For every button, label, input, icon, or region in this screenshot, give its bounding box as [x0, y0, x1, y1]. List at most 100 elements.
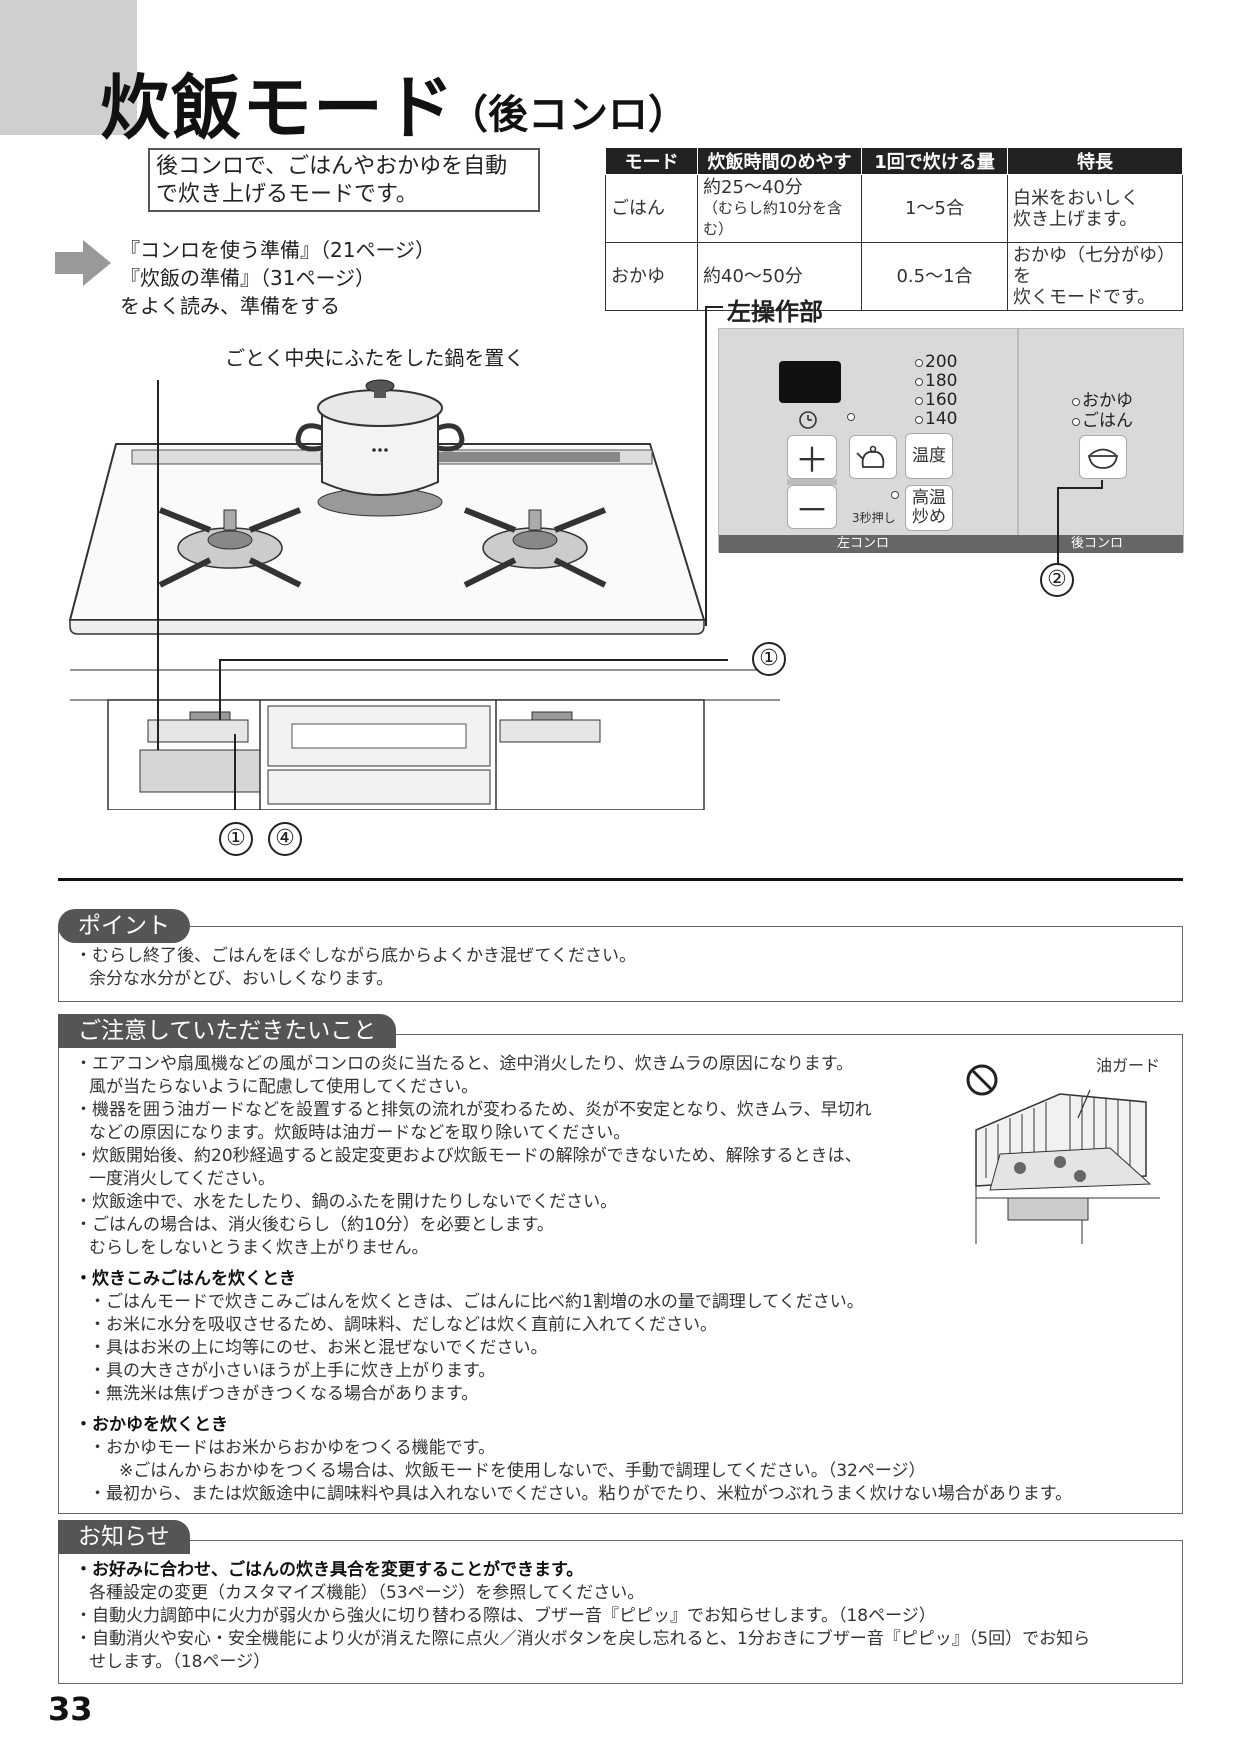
caution-line: ・具はお米の上に均等にのせ、お米と混ぜないでください。	[89, 1338, 548, 1358]
rice-mode-item: ごはん	[1072, 411, 1133, 431]
caution-line: 一度消火してください。	[89, 1169, 275, 1189]
temperature-button-label: 温度	[912, 445, 946, 466]
caution-box: ・エアコンや扇風機などの風がコンロの炎に当たると、途中消火したり、炊きムラの原因…	[58, 1034, 1183, 1514]
button-divider	[787, 479, 837, 485]
left-burner-label: 左コンロ	[837, 536, 890, 551]
table-row: ごはん 約25～40分 （むらし約10分を含む） 1～5合 白米をおいしく 炊き…	[605, 174, 1183, 243]
rice-bowl-icon	[1087, 448, 1119, 469]
press-note: 3秒押し	[852, 511, 896, 525]
temp-item: 160	[915, 391, 957, 410]
caution-line: ・最初から、または炊飯途中に調味料や具は入れないでください。粘りがでたり、米粒が…	[89, 1484, 1073, 1504]
time-value: 約25～40分	[703, 177, 803, 198]
notice-line: 各種設定の変更（カスタマイズ機能）（53ページ）を参照してください。	[89, 1583, 645, 1603]
label-part: 炒め	[912, 507, 946, 527]
high-heat-label: 高温 炒め	[912, 489, 946, 527]
caution-line: ・具の大きさが小さいほうが上手に炊き上がります。	[89, 1361, 496, 1381]
caution-subhead: ・おかゆを炊くとき	[75, 1415, 228, 1435]
page-number: 33	[48, 1690, 93, 1728]
panel-title: 左操作部	[727, 298, 823, 326]
time-value: 約40～50分	[703, 266, 803, 287]
caution-line: ・お米に水分を吸収させるため、調味料、だしなどは炊く直前に入れてください。	[89, 1315, 717, 1335]
panel-bracket	[705, 306, 723, 626]
oil-guard-label: 油ガード	[1096, 1056, 1161, 1075]
caution-line: ・無洗米は焦げつきがきつくなる場合があります。	[89, 1384, 479, 1404]
indicator-dot-icon	[891, 491, 899, 499]
caution-line: ・ごはんの場合は、消火後むらし（約10分）を必要とします。	[75, 1215, 554, 1235]
point-box: ・むらし終了後、ごはんをほぐしながら底からよくかき混ぜてください。 余分な水分が…	[58, 926, 1183, 1002]
caution-subhead: ・炊きこみごはんを炊くとき	[75, 1269, 296, 1289]
arrow-right-icon	[55, 240, 111, 286]
temp-value: 200	[925, 352, 958, 372]
rice-mode-item: おかゆ	[1072, 391, 1133, 411]
label-part: 温	[912, 445, 929, 466]
indicator-dot-icon	[915, 397, 923, 405]
notice-body: ・お好みに合わせ、ごはんの炊き具合を変更することができます。 各種設定の変更（カ…	[75, 1559, 1175, 1674]
plus-button[interactable]: ＋	[787, 435, 837, 481]
prep-instructions: 『コンロを使う準備』（21ページ） 『炊飯の準備』（31ページ） をよく読み、準…	[120, 236, 435, 320]
notice-tab: お知らせ	[58, 1520, 190, 1554]
caution-line: ※ごはんからおかゆをつくる場合は、炊飯モードを使用しないで、手動で調理してくださ…	[119, 1461, 926, 1481]
point-line: ・むらし終了後、ごはんをほぐしながら底からよくかき混ぜてください。	[75, 946, 636, 966]
amount-cell: 1～5合	[861, 174, 1008, 243]
minus-button[interactable]: －	[787, 485, 837, 531]
intro-line: 後コンロで、ごはんやおかゆを自動	[156, 154, 508, 179]
indicator-dot-icon	[915, 416, 923, 424]
kettle-button[interactable]	[849, 435, 897, 479]
prohibited-icon	[966, 1064, 998, 1096]
feature-cell: おかゆ（七分がゆ）を 炊くモードです。	[1007, 242, 1183, 311]
pot-icon	[295, 379, 465, 517]
notice-line: ・自動火力調節中に火力が弱火から強火に切り替わる際は、ブザー音『ピピッ』でお知ら…	[75, 1606, 936, 1626]
label-part: 高温	[912, 488, 946, 508]
point-body: ・むらし終了後、ごはんをほぐしながら底からよくかき混ぜてください。 余分な水分が…	[75, 945, 636, 991]
table-header: 炊飯時間のめやす	[697, 147, 862, 175]
table-header: 特長	[1007, 147, 1183, 175]
section-divider	[58, 878, 1183, 881]
intro-line: で炊き上げるモードです。	[156, 182, 418, 207]
table-header: モード	[605, 147, 698, 175]
indicator-dot-icon	[915, 378, 923, 386]
prep-line: 『コンロを使う準備』（21ページ）	[120, 238, 436, 262]
temp-item: 200	[915, 353, 957, 372]
mode-table: モード 炊飯時間のめやす 1回で炊ける量 特長 ごはん 約25～40分 （むらし…	[605, 147, 1183, 311]
page-title: 炊飯モード	[100, 67, 455, 149]
caution-line: ・炊飯途中で、水をたしたり、鍋のふたを開けたりしないでください。	[75, 1192, 618, 1212]
panel-label-strip: 左コンロ 後コンロ	[719, 535, 1183, 553]
high-heat-fry-button[interactable]: 高温 炒め	[905, 485, 953, 531]
mode-cell: ごはん	[605, 174, 698, 243]
callout-1: ①	[219, 822, 253, 856]
caution-line: ・炊飯開始後、約20秒経過すると設定変更および炊飯モードの解除ができないため、解…	[75, 1146, 862, 1166]
caution-line: などの原因になります。炊飯時は油ガードなどを取り除いてください。	[89, 1123, 631, 1143]
prep-line: をよく読み、準備をする	[120, 294, 340, 318]
table-row: おかゆ 約40～50分 0.5～1合 おかゆ（七分がゆ）を 炊くモードです。	[605, 242, 1183, 311]
temp-value: 160	[925, 390, 958, 410]
feature-line: 白米をおいしく	[1013, 187, 1139, 209]
rice-cooking-button[interactable]	[1079, 435, 1127, 479]
feature-line: 炊き上げます。	[1013, 208, 1138, 230]
prep-line: 『炊飯の準備』（31ページ）	[120, 266, 376, 290]
rice-mode-label: ごはん	[1082, 411, 1133, 431]
notice-line: せします。（18ページ）	[89, 1652, 271, 1672]
indicator-dot-icon	[915, 359, 923, 367]
panel-divider	[1017, 329, 1019, 535]
temperature-list: 200 180 160 140	[915, 353, 957, 429]
indicator-dot-icon	[847, 413, 855, 421]
callout-line-2	[1057, 480, 1103, 574]
amount-cell: 0.5～1合	[861, 242, 1008, 311]
indicator-dot-icon	[1072, 418, 1080, 426]
notice-box: ・お好みに合わせ、ごはんの炊き具合を変更することができます。 各種設定の変更（カ…	[58, 1540, 1183, 1684]
feature-line: 炊くモードです。	[1013, 287, 1156, 308]
rear-burner-label: 後コンロ	[1071, 536, 1124, 551]
notice-line: ・お好みに合わせ、ごはんの炊き具合を変更することができます。	[75, 1560, 584, 1580]
callout-2: ②	[1040, 563, 1074, 597]
indicator-dot-icon	[1072, 398, 1080, 406]
label-part: 度	[929, 445, 946, 466]
caution-line: 風が当たらないように配慮して使用してください。	[89, 1077, 479, 1097]
point-line: 余分な水分がとび、おいしくなります。	[89, 969, 394, 989]
control-panel: 200 180 160 140 ＋ － 温度 高温 炒め 3秒押し おかゆ ごは…	[718, 328, 1184, 553]
time-cell: 約40～50分	[697, 242, 862, 311]
rice-mode-list: おかゆ ごはん	[1072, 391, 1133, 431]
notice-line: ・自動消火や安心・安全機能により火が消えた際に点火／消火ボタンを戻し忘れると、1…	[75, 1629, 1091, 1649]
feature-cell: 白米をおいしく 炊き上げます。	[1007, 174, 1183, 243]
point-tab: ポイント	[58, 909, 190, 943]
temperature-button[interactable]: 温度	[905, 433, 953, 479]
